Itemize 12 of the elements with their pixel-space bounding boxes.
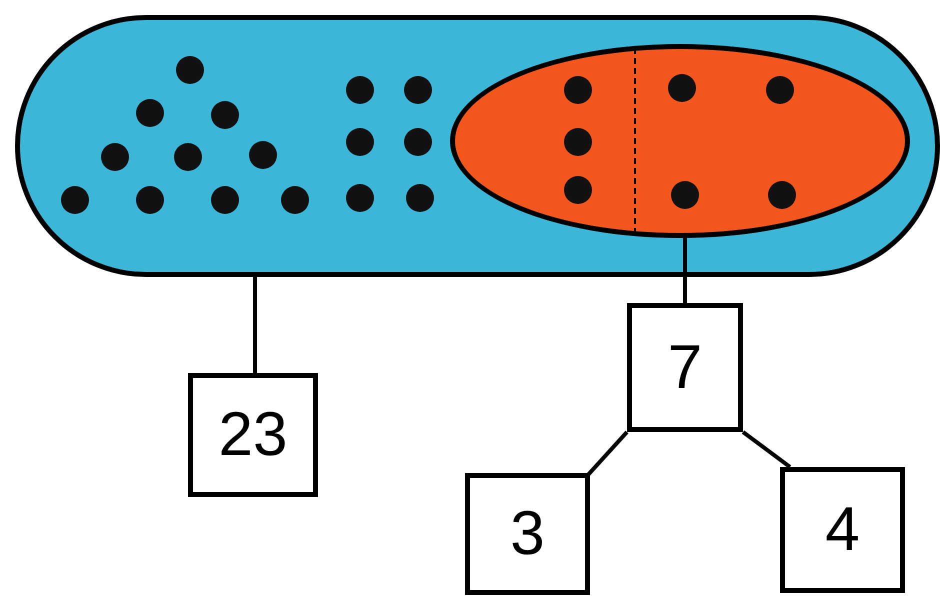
number-box [188, 373, 318, 497]
connector-line [683, 238, 687, 303]
connector-line [742, 430, 792, 469]
connector-line [253, 277, 257, 373]
connector-line [586, 430, 628, 478]
number-label: 4 [825, 499, 860, 561]
number-box [627, 303, 743, 432]
number-box [780, 467, 905, 593]
number-label: 23 [218, 404, 288, 466]
number-label: 3 [510, 503, 545, 565]
number-box [465, 473, 590, 595]
number-label: 7 [668, 336, 702, 398]
